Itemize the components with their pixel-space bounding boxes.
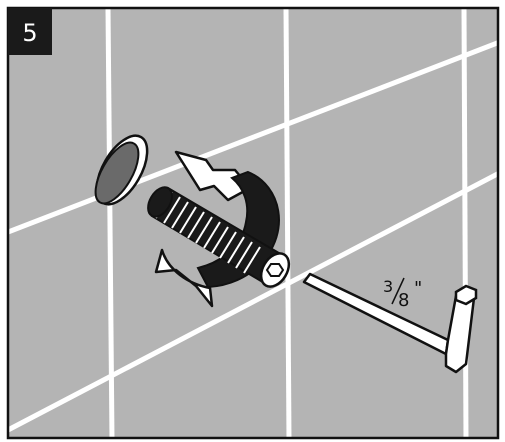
rotation-arrow-front (154, 248, 214, 308)
size-unit: " (414, 278, 422, 299)
threaded-pipe-icon (147, 186, 291, 288)
hex-key-size-label: 3 8 " (383, 277, 422, 311)
size-numerator: 3 (383, 277, 393, 296)
step-badge: 5 (8, 8, 52, 55)
panel-frame (6, 6, 500, 440)
size-denominator: 8 (398, 290, 409, 311)
cover-cap-icon (94, 134, 149, 206)
step-number: 5 (22, 19, 37, 47)
grout-lines (8, 8, 498, 438)
hex-key-icon (302, 272, 478, 374)
fraction-slash (391, 277, 405, 305)
